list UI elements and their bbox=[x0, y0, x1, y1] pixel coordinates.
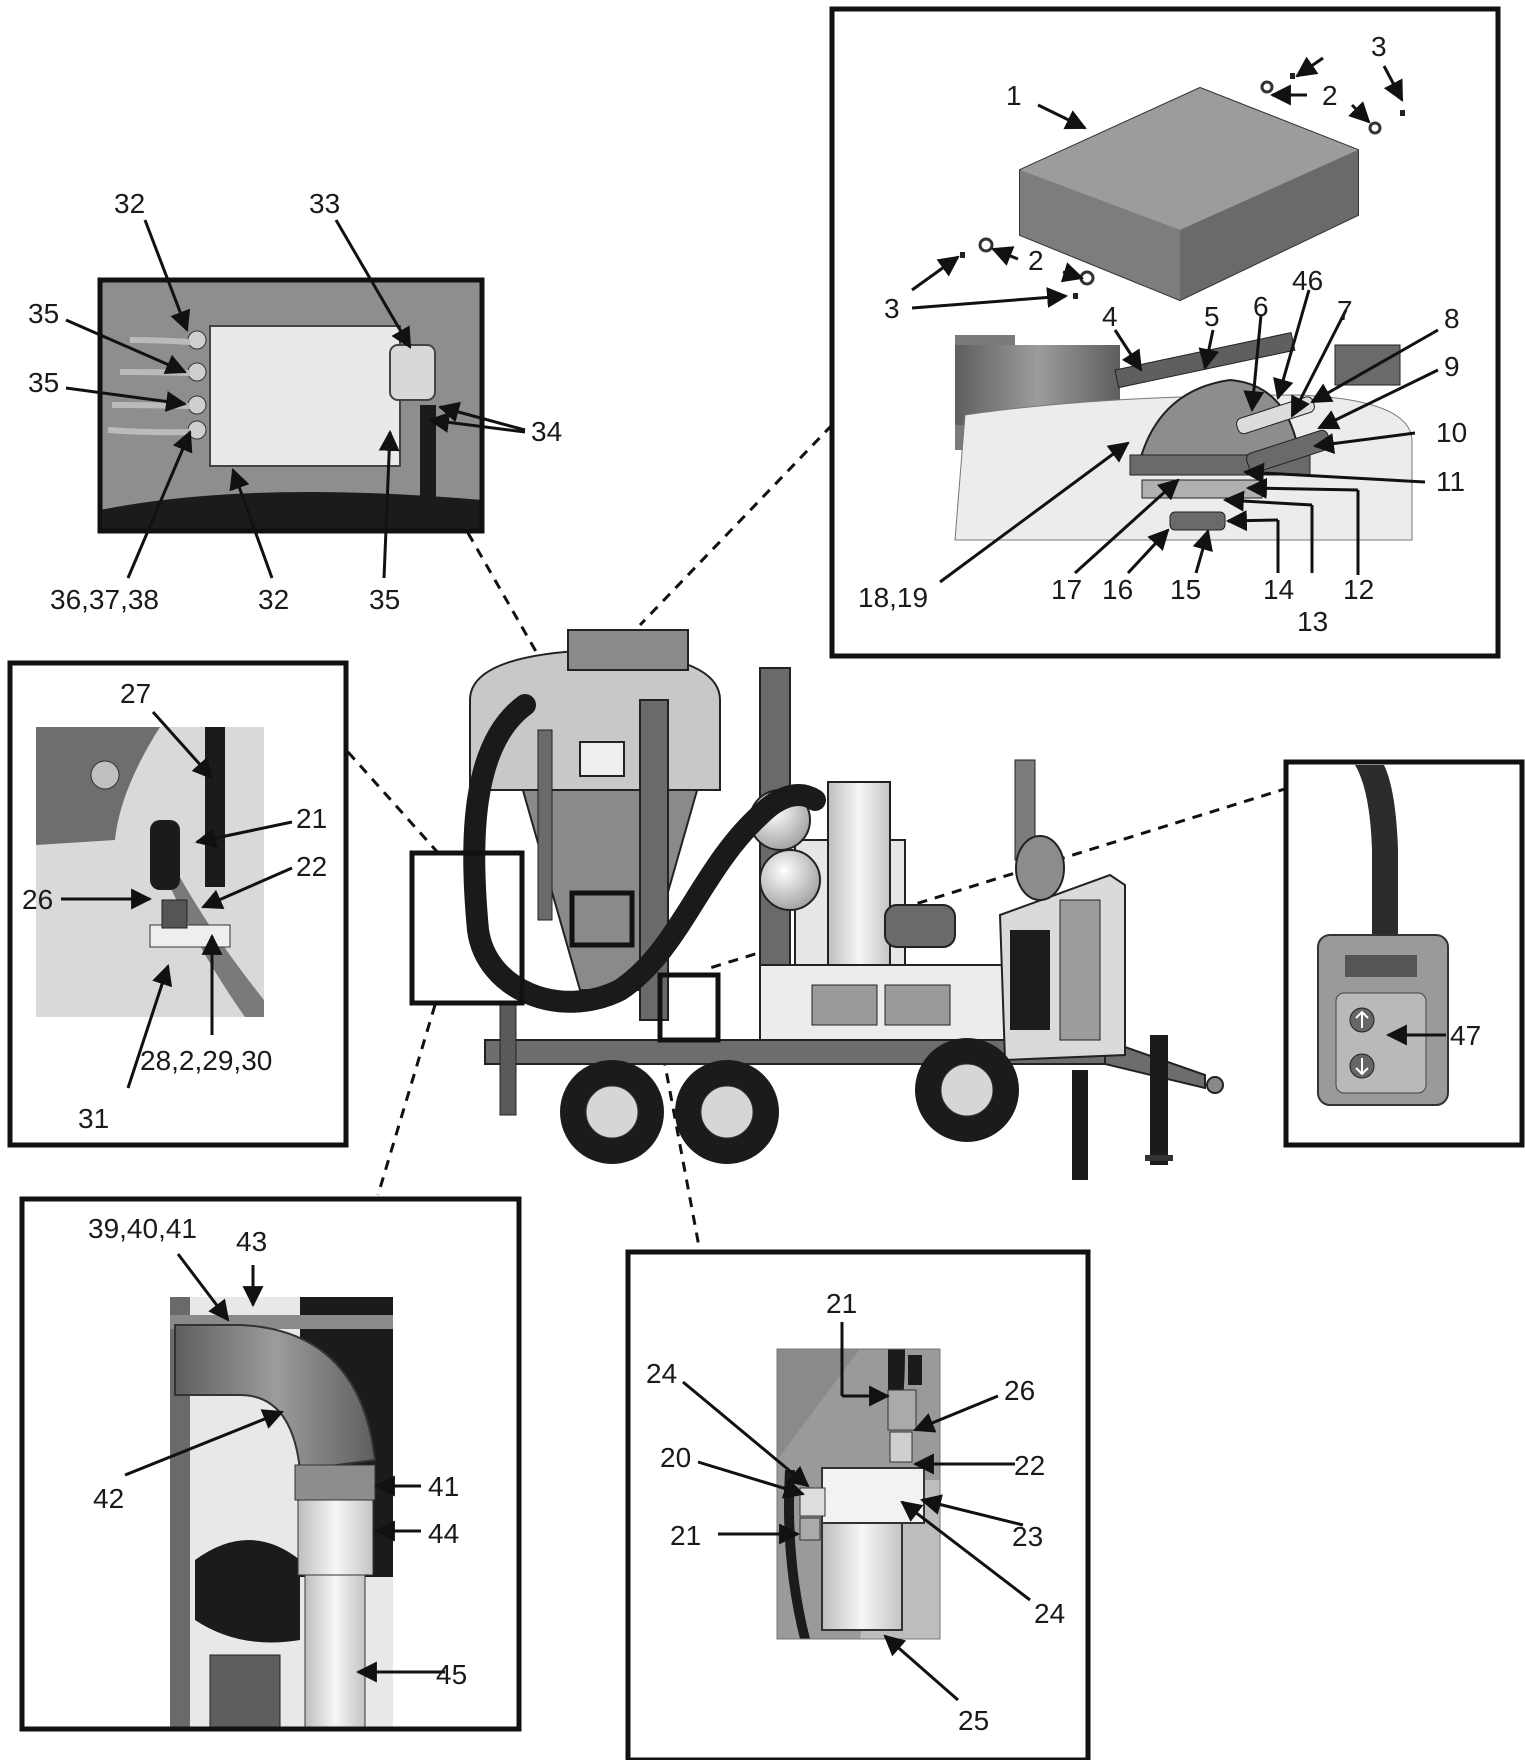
callout-label: 25 bbox=[958, 1705, 989, 1736]
detail-bottom-right bbox=[625, 1249, 1091, 1760]
callout-label: 44 bbox=[428, 1518, 459, 1549]
detail-connector-lines bbox=[346, 423, 1289, 1253]
callout-label: 35 bbox=[28, 298, 59, 329]
callout-label: 10 bbox=[1436, 417, 1467, 448]
callout-label: 7 bbox=[1337, 295, 1353, 326]
callout-label: 31 bbox=[78, 1103, 109, 1134]
callout-label: 22 bbox=[296, 851, 327, 882]
callout-label: 21 bbox=[670, 1520, 701, 1551]
callout-label: 26 bbox=[22, 884, 53, 915]
callout-label: 16 bbox=[1102, 574, 1133, 605]
callout-labels: 1 2 2 3 3 4 5 6 46 7 8 9 10 11 12 13 14 … bbox=[22, 31, 1481, 1736]
detail-mid-left bbox=[7, 660, 349, 1148]
callout-label: 20 bbox=[660, 1442, 691, 1473]
callout-label: 42 bbox=[93, 1483, 124, 1514]
callout-label: 22 bbox=[1014, 1450, 1045, 1481]
callout-label: 17 bbox=[1051, 574, 1082, 605]
callout-label: 27 bbox=[120, 678, 151, 709]
callout-label: 45 bbox=[436, 1659, 467, 1690]
callout-label: 21 bbox=[826, 1288, 857, 1319]
detail-bottom-left bbox=[19, 1196, 522, 1732]
callout-label: 41 bbox=[428, 1471, 459, 1502]
callout-label: 32 bbox=[258, 584, 289, 615]
callout-label: 6 bbox=[1253, 291, 1269, 322]
callout-label: 2 bbox=[1322, 80, 1338, 111]
callout-label: 2 bbox=[1028, 245, 1044, 276]
callout-label: 4 bbox=[1102, 301, 1118, 332]
callout-label: 5 bbox=[1204, 301, 1220, 332]
callout-label: 32 bbox=[114, 188, 145, 219]
callout-label: 23 bbox=[1012, 1521, 1043, 1552]
callout-label: 14 bbox=[1263, 574, 1294, 605]
detail-top-right bbox=[829, 6, 1501, 659]
callout-label: 9 bbox=[1444, 351, 1460, 382]
callout-label: 12 bbox=[1343, 574, 1374, 605]
callout-label: 15 bbox=[1170, 574, 1201, 605]
callout-label: 18,19 bbox=[858, 582, 928, 613]
callout-label: 34 bbox=[531, 416, 562, 447]
callout-label: 43 bbox=[236, 1226, 267, 1257]
hopper-lid bbox=[1019, 86, 1359, 302]
callout-label: 46 bbox=[1292, 265, 1323, 296]
callout-label: 35 bbox=[28, 367, 59, 398]
callout-label: 47 bbox=[1450, 1020, 1481, 1051]
callout-label: 39,40,41 bbox=[88, 1213, 197, 1244]
callout-label: 13 bbox=[1297, 606, 1328, 637]
callout-label: 24 bbox=[1034, 1598, 1065, 1629]
callout-label: 36,37,38 bbox=[50, 584, 159, 615]
callout-label: 21 bbox=[296, 803, 327, 834]
callout-label: 11 bbox=[1436, 466, 1465, 497]
trailer-machine-illustration bbox=[409, 629, 1224, 1180]
leader-lines bbox=[61, 56, 1446, 1702]
callout-label: 26 bbox=[1004, 1375, 1035, 1406]
detail-right bbox=[1283, 759, 1525, 1148]
callout-label: 1 bbox=[1006, 80, 1022, 111]
callout-label: 3 bbox=[1371, 31, 1387, 62]
callout-label: 8 bbox=[1444, 303, 1460, 334]
callout-label: 33 bbox=[309, 188, 340, 219]
callout-label: 35 bbox=[369, 584, 400, 615]
callout-label: 28,2,29,30 bbox=[140, 1045, 272, 1076]
callout-label: 3 bbox=[884, 293, 900, 324]
callout-label: 24 bbox=[646, 1358, 677, 1389]
valve-assembly-view bbox=[954, 331, 1413, 541]
detail-top-left bbox=[97, 277, 485, 534]
trailer-wheels bbox=[560, 1038, 1019, 1164]
